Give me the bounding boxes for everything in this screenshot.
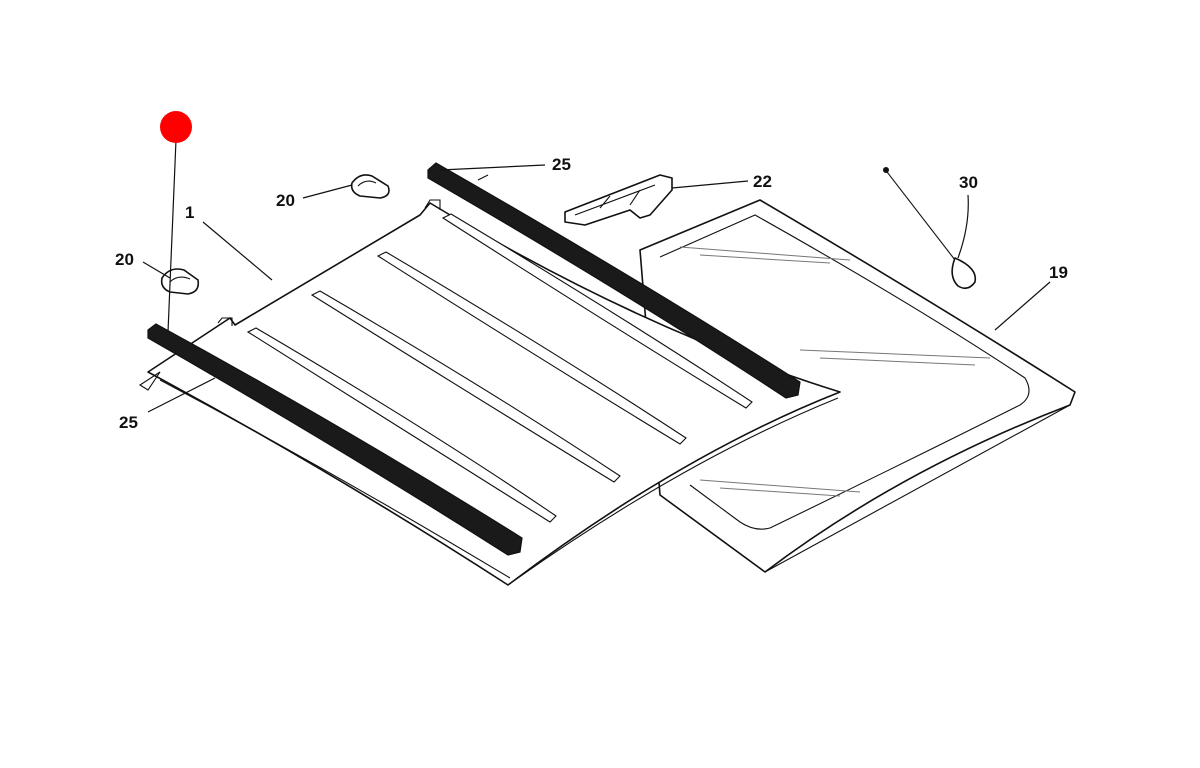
callout-clip-left: 20	[115, 250, 134, 269]
red-marker	[160, 111, 192, 143]
seal-top	[427, 162, 801, 399]
callout-glass: 19	[1049, 263, 1068, 282]
glass-panel	[639, 199, 1076, 573]
callout-seal-top: 25	[552, 155, 571, 174]
callout-clip-top: 20	[276, 191, 295, 210]
leader-22	[671, 180, 749, 189]
callout-rail: 22	[753, 172, 772, 191]
leader-19	[994, 281, 1051, 331]
leader-25-bottom	[147, 377, 216, 413]
callout-wire: 30	[959, 173, 978, 192]
callout-seal-bottom: 25	[119, 413, 138, 432]
panel-strip	[310, 290, 621, 483]
panel-strip	[441, 213, 753, 409]
seal-bottom	[147, 323, 523, 556]
leader-20-left	[142, 261, 171, 279]
roof-panel	[138, 199, 841, 586]
clip-left	[160, 268, 200, 295]
leader-25-top	[439, 164, 546, 171]
panel-strip	[376, 251, 687, 445]
leader-20-top	[302, 184, 353, 199]
wire-part	[883, 167, 977, 290]
leader-30	[957, 194, 969, 259]
callout-panel: 1	[185, 203, 194, 222]
clip-top	[350, 174, 390, 199]
marker-line	[167, 139, 177, 333]
leader-1	[202, 221, 273, 281]
rail-part	[564, 174, 673, 226]
panel-strip	[246, 327, 557, 523]
